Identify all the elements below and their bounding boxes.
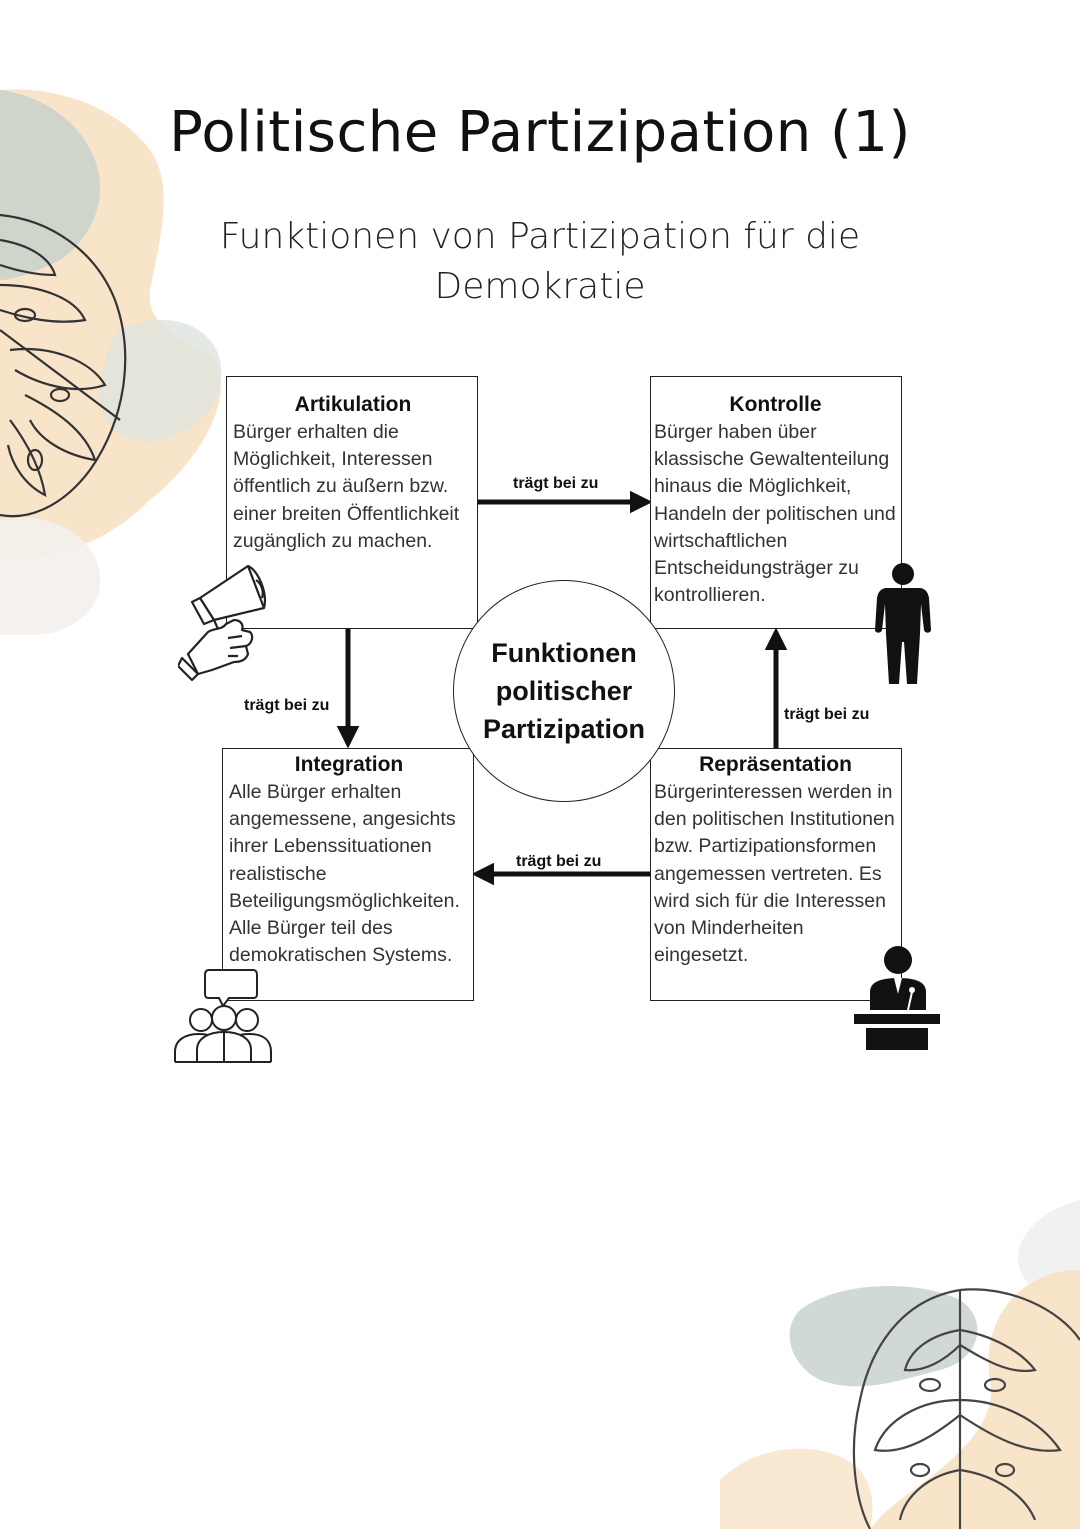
center-label: Funktionen politischer Partizipation — [482, 638, 645, 744]
top-left-monstera-leaf-icon — [0, 213, 127, 518]
center-node: Funktionen politischer Partizipation — [453, 580, 675, 802]
page-title: Politische Partizipation (1) — [169, 100, 911, 165]
node-text: Bürger erhalten die Möglichkeit, Interes… — [233, 421, 460, 552]
node-integration: Integration Alle Bürger erhalten angemes… — [222, 748, 474, 1001]
node-title: Repräsentation — [699, 753, 852, 776]
node-title: Artikulation — [294, 393, 412, 416]
megaphone-hand-icon — [178, 564, 266, 682]
standing-person-icon — [875, 563, 931, 684]
bottom-right-blobs — [720, 1200, 1080, 1529]
node-text: Bürger haben über klassische Gewaltentei… — [654, 421, 896, 607]
node-title: Integration — [294, 753, 404, 776]
edge-label-artikulation-integration: trägt bei zu — [244, 697, 330, 714]
top-left-blobs — [0, 89, 222, 635]
node-title: Kontrolle — [729, 393, 822, 416]
node-kontrolle: Kontrolle Bürger haben über klassische G… — [650, 376, 902, 629]
node-artikulation: Artikulation Bürger erhalten die Möglich… — [226, 376, 478, 629]
bottom-right-monstera-leaf-icon — [852, 1288, 1080, 1529]
node-repraesentation: Repräsentation Bürgerinteressen werden i… — [650, 748, 902, 1001]
speaker-podium-icon — [854, 946, 940, 1050]
page-subtitle: Funktionen von Partizipation für die Dem… — [219, 216, 861, 307]
edge-label-repraesentation-integration: trägt bei zu — [516, 853, 602, 870]
edge-label-artikulation-kontrolle: trägt bei zu — [513, 475, 599, 492]
edge-label-repraesentation-kontrolle: trägt bei zu — [784, 706, 870, 723]
group-speech-icon — [174, 969, 272, 1063]
node-text: Bürgerinteressen werden in den politisch… — [654, 781, 895, 967]
node-text: Alle Bürger erhalten angemessene, angesi… — [229, 781, 460, 967]
